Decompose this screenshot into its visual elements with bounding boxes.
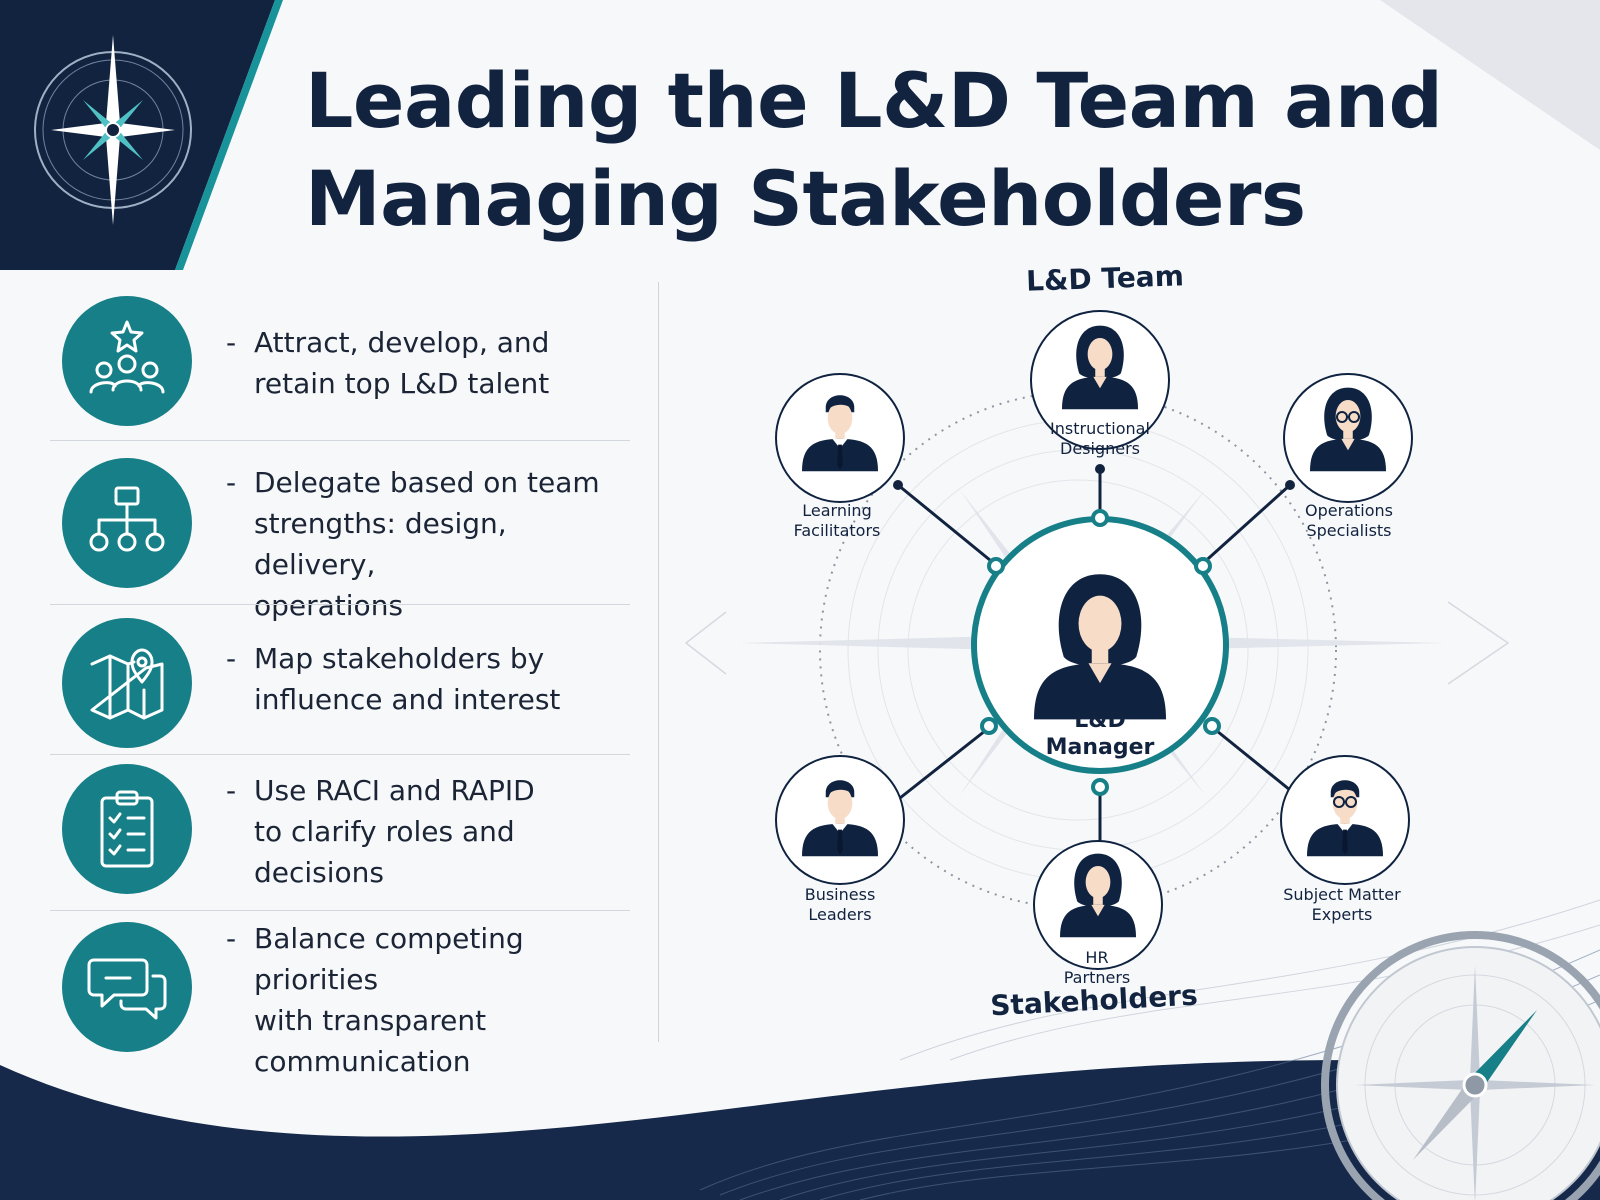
divider: [50, 604, 630, 605]
center-node: [971, 509, 1229, 796]
node-business-leaders: [775, 755, 905, 885]
org-chart-icon: [62, 458, 192, 588]
divider: [50, 910, 630, 911]
chat-bubbles-icon: [62, 922, 192, 1052]
list-text: - Use RACI and RAPID to clarify roles an…: [226, 774, 535, 889]
list-text: - Delegate based on team strengths: desi…: [226, 466, 600, 622]
node-hr-partners: [1033, 840, 1163, 970]
map-pin-icon: [62, 618, 192, 748]
column-separator: [658, 282, 659, 1042]
title-line-1: Leading the L&D Team and: [305, 56, 1443, 145]
compass-rose-icon: [34, 35, 192, 225]
label-hr-partners: HR Partners: [1063, 948, 1131, 987]
compass-icon: [1321, 931, 1600, 1200]
divider: [50, 440, 630, 441]
node-subject-matter-experts: [1280, 755, 1410, 885]
connector-rings: [980, 509, 1221, 796]
node-operations-specialists: [1283, 373, 1413, 503]
corner-compass-panel: [0, 0, 283, 270]
node-learning-facilitators: [775, 373, 905, 503]
label-operations-specialists: Operations Specialists: [1305, 501, 1393, 540]
center-label: L&D Manager: [1045, 708, 1155, 760]
list-text: - Map stakeholders by influence and inte…: [226, 642, 561, 716]
label-business-leaders: Business Leaders: [804, 885, 876, 924]
list-text: - Attract, develop, and retain top L&D t…: [226, 326, 550, 400]
label-instructional-designers: Instructional Designers: [1050, 419, 1150, 458]
connector-end-dots: [893, 464, 1295, 490]
divider: [50, 754, 630, 755]
team-star-icon: [62, 296, 192, 426]
connector-lines: [896, 467, 1292, 842]
node-instructional-designers: [1030, 310, 1170, 450]
bottom-wave: [0, 1060, 1600, 1200]
list-text: - Balance competing priorities with tran…: [226, 922, 524, 1078]
arrow-heads: [684, 601, 1510, 685]
page-title: Leading the L&D Team and Managing Stakeh…: [305, 52, 1443, 248]
label-learning-facilitators: Learning Facilitators: [793, 501, 881, 540]
outer-dotted-ring: [819, 391, 1337, 909]
title-line-2: Managing Stakeholders: [305, 154, 1306, 243]
label-subject-matter-experts: Subject Matter Experts: [1283, 885, 1401, 924]
clipboard-checklist-icon: [62, 764, 192, 894]
